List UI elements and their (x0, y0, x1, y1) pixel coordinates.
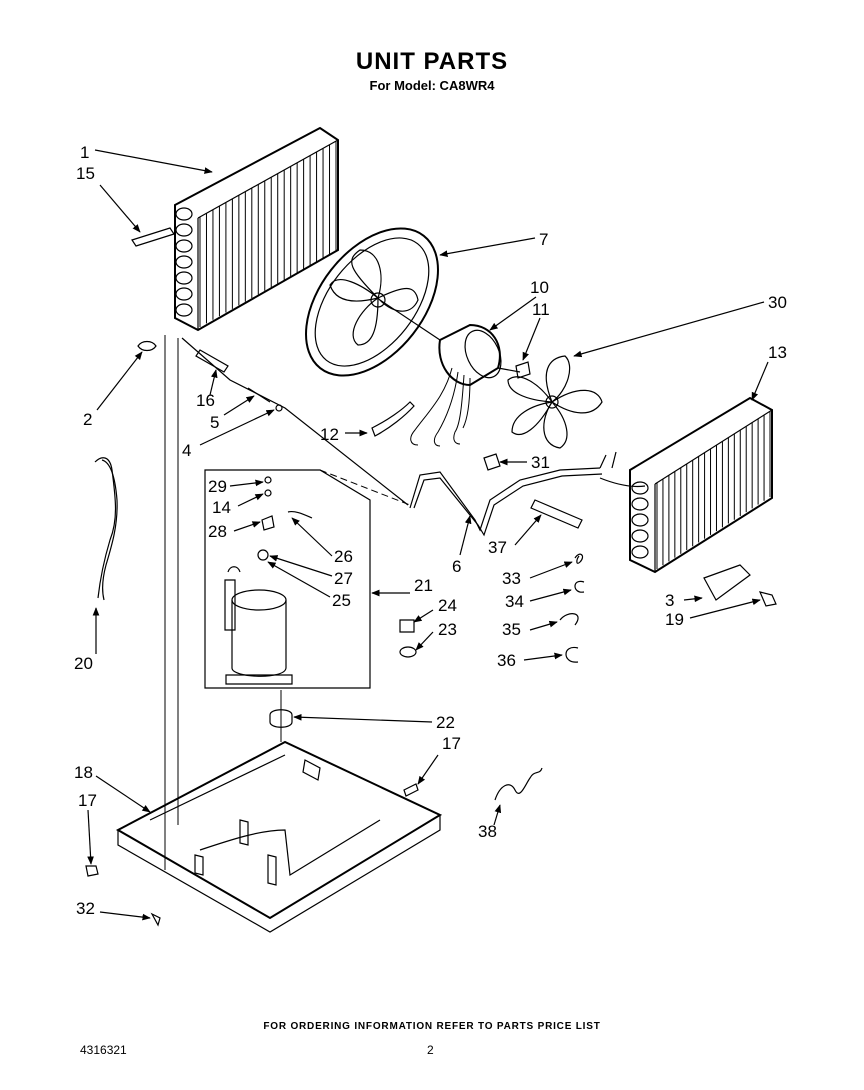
callout-21: 21 (414, 576, 433, 595)
wire (494, 767, 543, 801)
callout-4: 4 (182, 441, 191, 460)
callout-11: 11 (532, 300, 550, 319)
callout-13: 13 (768, 343, 787, 362)
callout-10: 10 (530, 278, 549, 297)
callout-25: 25 (332, 591, 351, 610)
document-number: 4316321 (80, 1043, 127, 1057)
screw (85, 865, 99, 877)
nut (515, 361, 531, 379)
clip (758, 591, 777, 607)
leader-lines (87, 149, 769, 921)
callout-3: 3 (665, 591, 674, 610)
callout-20: 20 (74, 654, 93, 673)
callout-27: 27 (334, 569, 353, 588)
fan-shroud (305, 227, 439, 377)
ordering-note: FOR ORDERING INFORMATION REFER TO PARTS … (263, 1021, 601, 1032)
callout-18: 18 (74, 763, 93, 782)
condenser-coil (174, 126, 339, 332)
callout-1: 1 (80, 143, 89, 162)
callout-36: 36 (497, 651, 516, 670)
callout-32: 32 (76, 899, 95, 918)
callout-31: 31 (531, 453, 550, 472)
callout-6: 6 (452, 557, 461, 576)
screw (403, 783, 419, 797)
callout-33: 33 (502, 569, 521, 588)
callout-23: 23 (438, 620, 457, 639)
callout-15: 15 (76, 164, 95, 183)
clip (565, 646, 579, 663)
callout-38: 38 (478, 822, 497, 841)
wire-harness (94, 457, 118, 601)
evaporator-fan-blade (507, 355, 603, 449)
clip (574, 553, 584, 564)
page-title: UNIT PARTS (355, 48, 509, 75)
drier (530, 499, 583, 529)
clip (574, 580, 585, 593)
callout-labels: 1 15 2 16 5 4 12 7 10 11 30 13 31 37 6 2… (74, 143, 787, 918)
tube-fitting (131, 227, 175, 247)
callout-19: 19 (665, 610, 684, 629)
base-pan (115, 740, 443, 933)
callout-12: 12 (320, 425, 339, 444)
callout-37: 37 (488, 538, 507, 557)
callout-2: 2 (83, 410, 92, 429)
bracket (703, 564, 751, 601)
callout-29: 29 (208, 477, 227, 496)
washer (275, 404, 283, 412)
callout-30: 30 (768, 293, 787, 312)
strainer (247, 387, 271, 403)
clip (559, 613, 579, 626)
evaporator-coil (629, 396, 773, 574)
washer (399, 646, 417, 658)
callout-22: 22 (436, 713, 455, 732)
model-subtitle: For Model: CA8WR4 (369, 78, 495, 93)
clip (137, 340, 157, 352)
callout-14: 14 (212, 498, 231, 517)
compressor-kit (204, 469, 411, 689)
callout-28: 28 (208, 522, 227, 541)
callout-16: 16 (196, 391, 215, 410)
callout-24: 24 (438, 596, 457, 615)
callout-7: 7 (539, 230, 548, 249)
callout-17a: 17 (78, 791, 97, 810)
nut (399, 619, 415, 633)
refrigerant-tubing (181, 337, 646, 537)
callout-5: 5 (210, 413, 219, 432)
clip (150, 912, 161, 927)
callout-34: 34 (505, 592, 524, 611)
clip (483, 453, 501, 471)
strap (371, 401, 415, 437)
capillary-tube (195, 349, 229, 373)
page-number: 2 (427, 1043, 434, 1057)
fan-motor (379, 299, 521, 447)
callout-17b: 17 (442, 734, 461, 753)
callout-26: 26 (334, 547, 353, 566)
callout-35: 35 (502, 620, 521, 639)
grommet (269, 709, 293, 728)
